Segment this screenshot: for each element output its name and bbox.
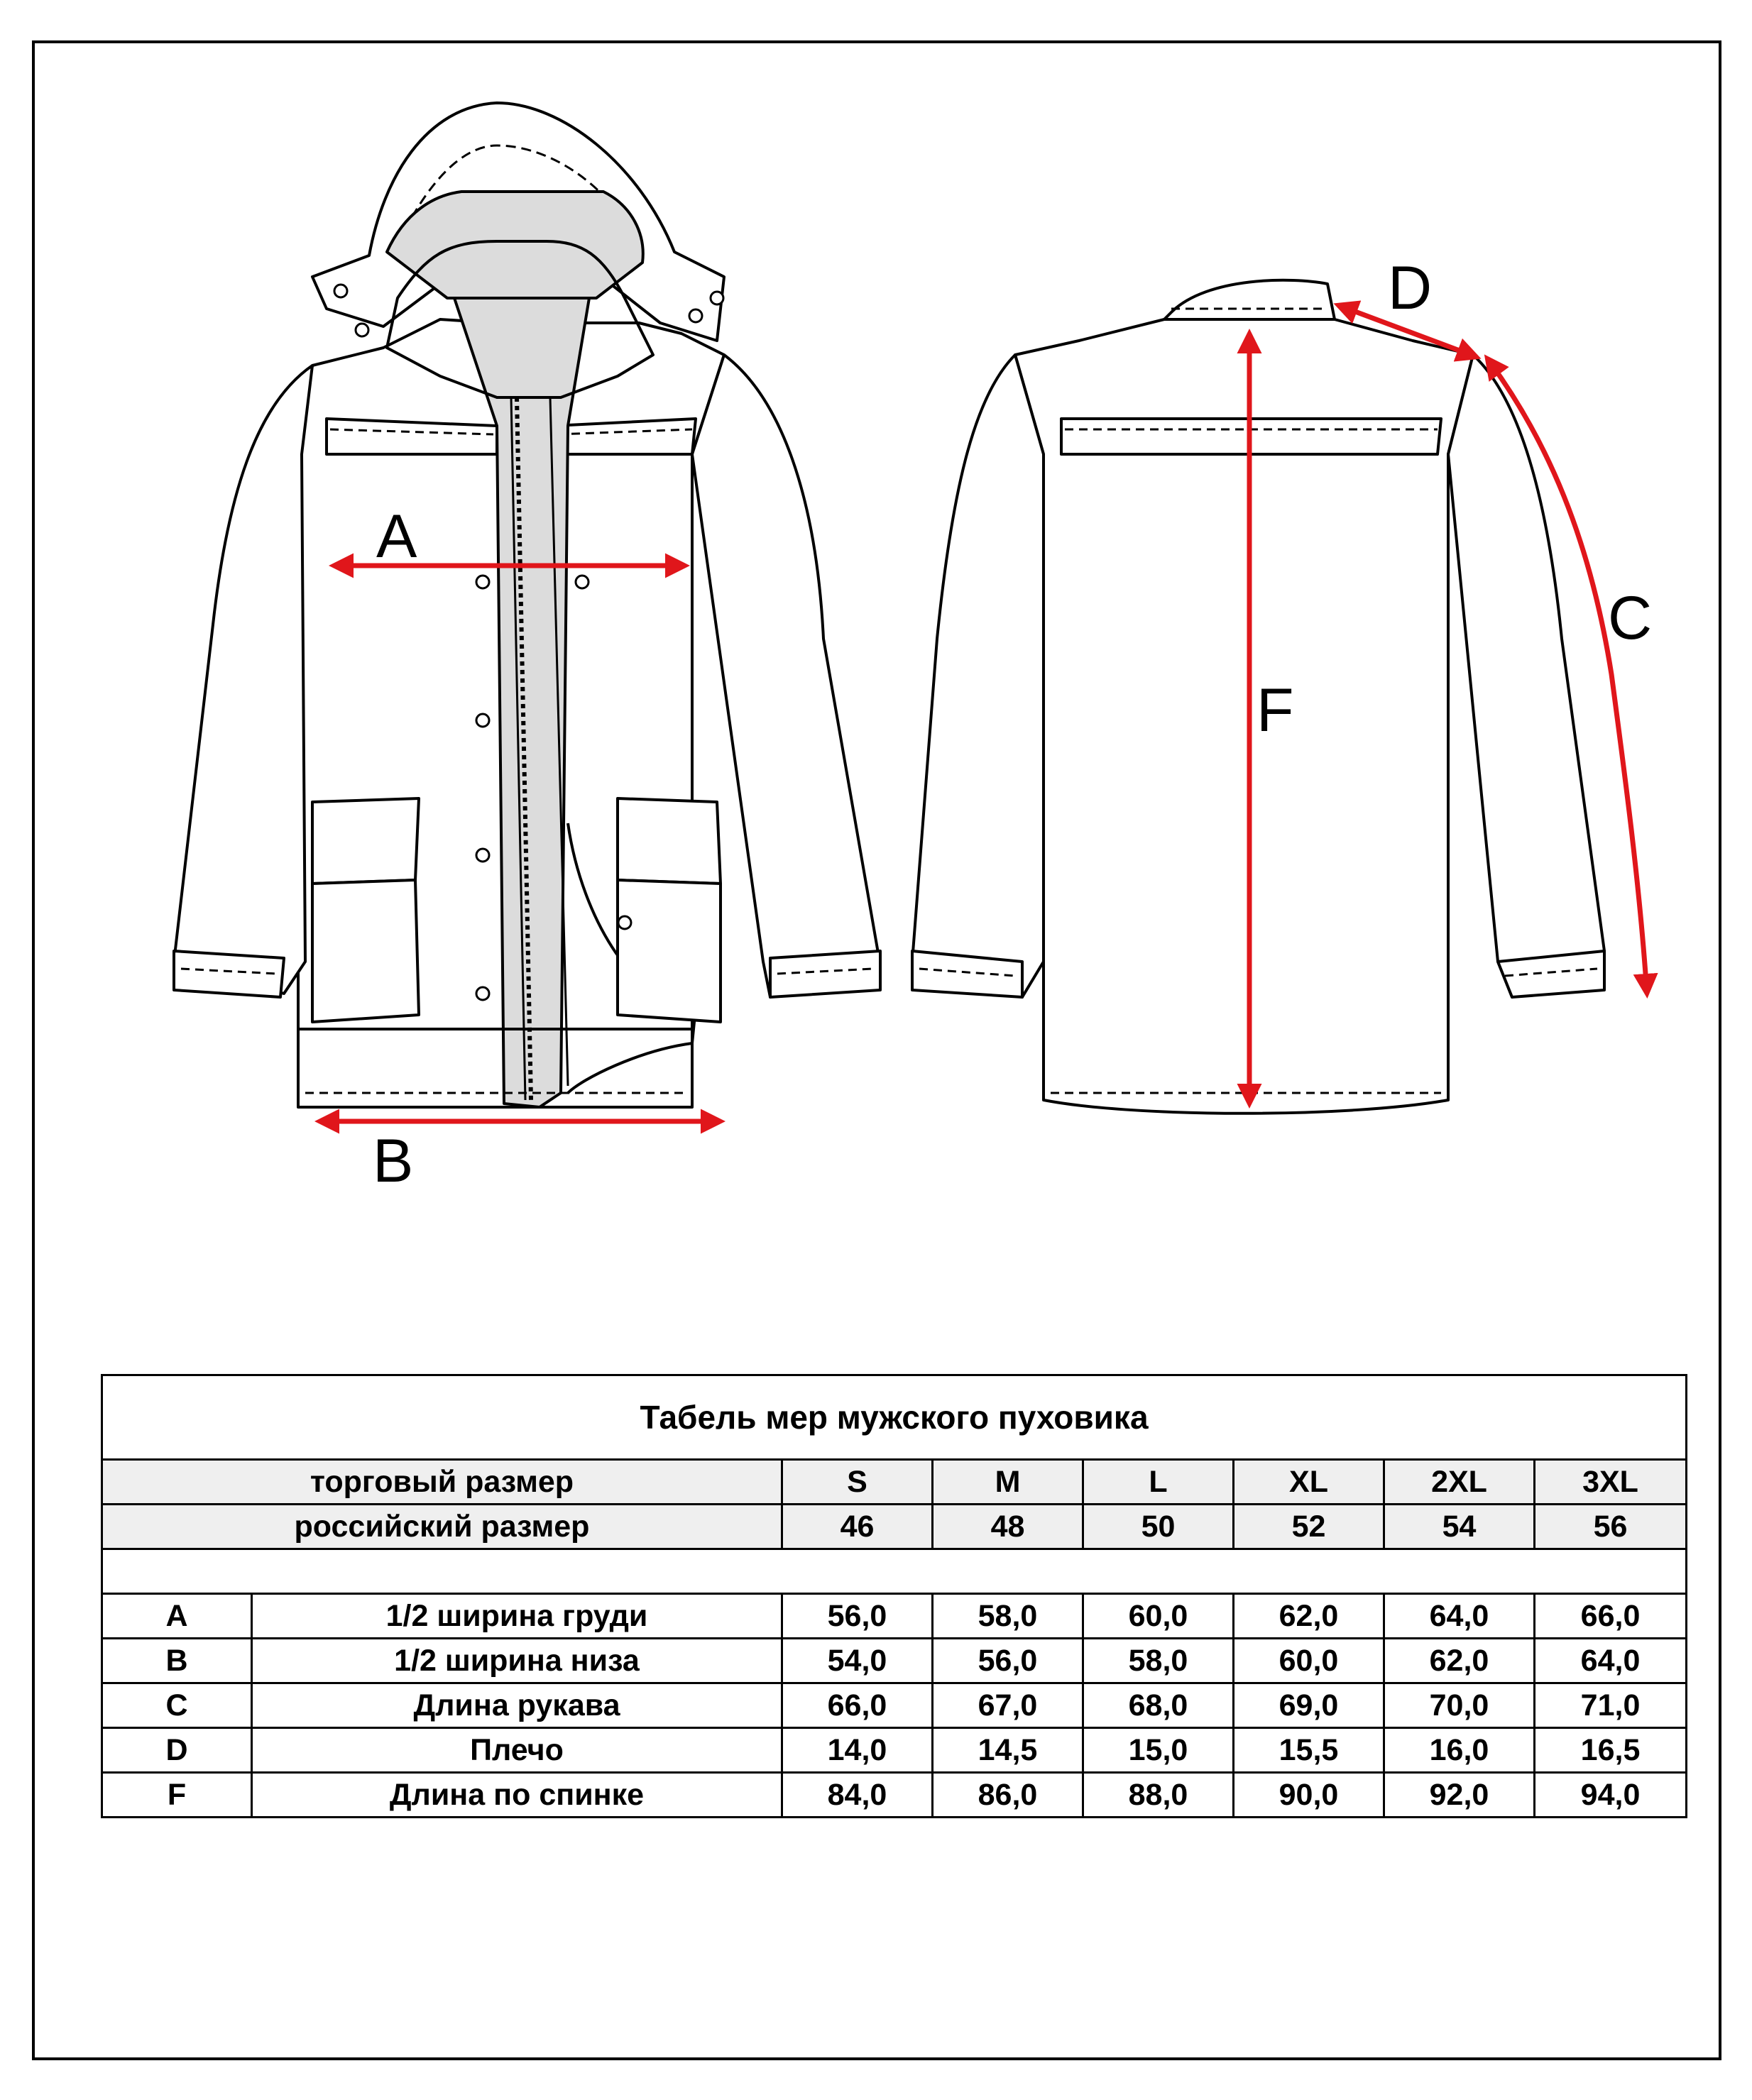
measure-name: Длина по спинке [251,1771,783,1818]
measure-value: 69,0 [1232,1682,1385,1729]
russian-size-cell: 50 [1082,1503,1234,1550]
russian-size-cell: 52 [1232,1503,1385,1550]
measure-value: 70,0 [1383,1682,1535,1729]
table-row: C Длина рукава 66,0 67,0 68,0 69,0 70,0 … [101,1682,1688,1729]
measure-value: 58,0 [931,1593,1084,1639]
measure-name: 1/2 ширина груди [251,1593,783,1639]
measure-value: 92,0 [1383,1771,1535,1818]
table-title: Табель мер мужского пуховика [100,1374,1688,1461]
label-f: F [1256,676,1294,744]
measure-value: 66,0 [781,1682,934,1729]
trade-size-cell: 2XL [1383,1458,1535,1505]
measure-value: 54,0 [781,1637,934,1684]
label-a: A [376,502,417,571]
measure-value: 88,0 [1082,1771,1234,1818]
measure-value: 62,0 [1232,1593,1385,1639]
measure-value: 56,0 [931,1637,1084,1684]
measure-value: 58,0 [1082,1637,1234,1684]
measure-value: 84,0 [781,1771,934,1818]
measure-value: 60,0 [1232,1637,1385,1684]
measure-value: 16,0 [1383,1727,1535,1774]
label-b: B [373,1127,413,1195]
measure-value: 68,0 [1082,1682,1234,1729]
russian-size-row: российский размер 46 48 50 52 54 56 [101,1503,1688,1550]
measure-name: 1/2 ширина низа [251,1637,783,1684]
measure-name: Длина рукава [251,1682,783,1729]
measure-value: 66,0 [1533,1593,1688,1639]
measure-value: 14,0 [781,1727,934,1774]
russian-size-cell: 56 [1533,1503,1688,1550]
table-row: B 1/2 ширина низа 54,0 56,0 58,0 60,0 62… [101,1637,1688,1684]
measure-value: 90,0 [1232,1771,1385,1818]
trade-size-cell: XL [1232,1458,1385,1505]
table-row: A 1/2 ширина груди 56,0 58,0 60,0 62,0 6… [101,1593,1688,1639]
table-row: D Плечо 14,0 14,5 15,0 15,5 16,0 16,5 [101,1727,1688,1774]
measure-code: F [101,1771,253,1818]
russian-size-label: российский размер [101,1503,783,1550]
label-c: C [1608,584,1652,652]
measure-value: 15,5 [1232,1727,1385,1774]
trade-size-cell: 3XL [1533,1458,1688,1505]
trade-size-label: торговый размер [101,1458,783,1505]
measure-value: 60,0 [1082,1593,1234,1639]
measure-code: A [101,1593,253,1639]
trade-size-cell: L [1082,1458,1234,1505]
measure-value: 14,5 [931,1727,1084,1774]
measure-value: 71,0 [1533,1682,1688,1729]
arrow-c [1484,354,1658,999]
russian-size-cell: 48 [931,1503,1084,1550]
jacket-illustration: A B C D F [173,101,1658,1195]
russian-size-cell: 46 [781,1503,934,1550]
measure-value: 16,5 [1533,1727,1688,1774]
measurement-arrows [314,300,1658,1134]
measure-value: 86,0 [931,1771,1084,1818]
page-frame [32,40,1721,2060]
size-table: Табель мер мужского пуховика торговый ра… [100,1374,1688,1818]
spacer-row [100,1548,1688,1595]
measure-code: B [101,1637,253,1684]
measure-value: 94,0 [1533,1771,1688,1818]
measure-value: 15,0 [1082,1727,1234,1774]
measure-code: C [101,1682,253,1729]
measure-name: Плечо [251,1727,783,1774]
measure-value: 64,0 [1533,1637,1688,1684]
measure-value: 62,0 [1383,1637,1535,1684]
russian-size-cell: 54 [1383,1503,1535,1550]
arrow-d [1333,300,1482,362]
label-d: D [1388,254,1432,322]
trade-size-cell: S [781,1458,934,1505]
measure-code: D [101,1727,253,1774]
jacket-front-view [173,101,882,1109]
measure-value: 64,0 [1383,1593,1535,1639]
trade-size-row: торговый размер S M L XL 2XL 3XL [101,1458,1688,1505]
trade-size-cell: M [931,1458,1084,1505]
measure-value: 56,0 [781,1593,934,1639]
measure-value: 67,0 [931,1682,1084,1729]
table-row: F Длина по спинке 84,0 86,0 88,0 90,0 92… [101,1771,1688,1818]
